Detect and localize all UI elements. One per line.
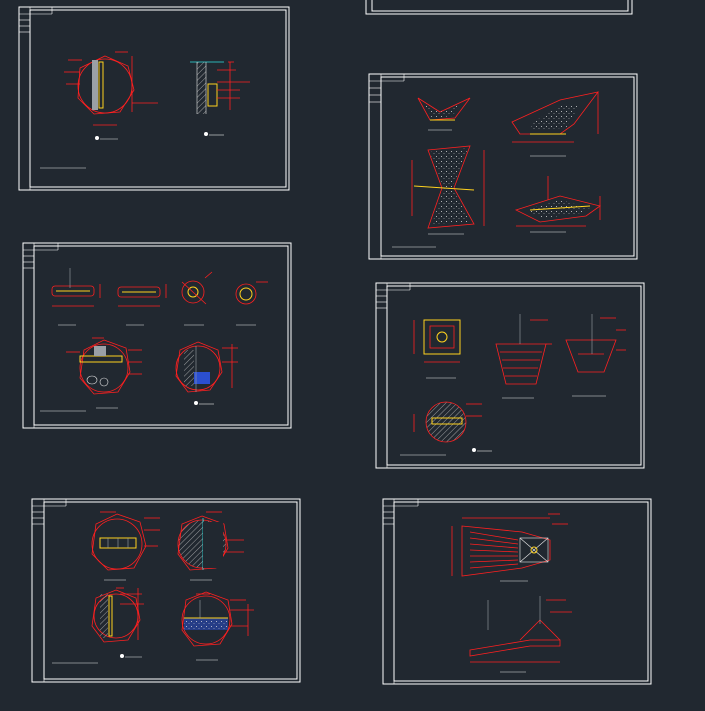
view-planter-plan[interactable] <box>413 319 461 379</box>
view-front-elevation[interactable] <box>417 97 471 131</box>
sheet-7[interactable] <box>382 498 652 685</box>
detail-circle-1[interactable] <box>91 511 160 581</box>
detail-planter-section[interactable] <box>413 401 492 452</box>
detail-round-plan-1[interactable] <box>181 271 213 326</box>
view-planter-elevation-2[interactable] <box>565 314 626 397</box>
sheet-2[interactable] <box>365 0 633 15</box>
title-block <box>382 498 419 685</box>
detail-circle-4[interactable] <box>181 591 254 661</box>
title-block <box>18 6 53 191</box>
sheet-1[interactable] <box>18 6 290 191</box>
detail-bar-elevation-2[interactable] <box>117 284 167 326</box>
title-block <box>31 498 67 683</box>
title-block <box>22 242 59 429</box>
sheet-3[interactable] <box>368 73 638 260</box>
title-block <box>375 282 411 469</box>
sheet-5[interactable] <box>375 282 645 469</box>
view-planter-elevation-1[interactable] <box>495 314 552 399</box>
detail-circle-3[interactable] <box>91 587 144 658</box>
view-plan[interactable] <box>411 145 485 235</box>
detail-circle-section[interactable] <box>64 51 158 140</box>
view-tray-plan[interactable] <box>451 513 568 582</box>
detail-circle-2[interactable] <box>177 511 244 581</box>
view-tray-elevation[interactable] <box>469 596 572 673</box>
view-side-elevation[interactable] <box>511 91 599 157</box>
sheet-6[interactable] <box>31 498 301 683</box>
detail-bar-elevation-1[interactable] <box>51 268 101 326</box>
detail-circle-enlarged-2[interactable] <box>175 341 238 405</box>
detail-circle-enlarged-1[interactable] <box>66 337 142 409</box>
title-block <box>368 73 405 260</box>
detail-round-plan-2[interactable] <box>235 281 268 326</box>
sheet-4[interactable] <box>22 242 292 429</box>
view-section[interactable] <box>514 176 601 233</box>
detail-wall-section[interactable] <box>190 61 250 136</box>
